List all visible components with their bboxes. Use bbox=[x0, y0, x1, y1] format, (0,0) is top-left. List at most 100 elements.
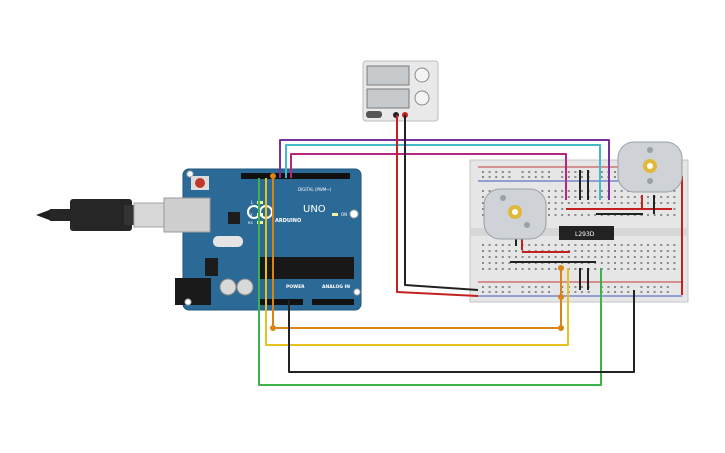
breadboard-hole bbox=[581, 190, 583, 192]
breadboard-hole bbox=[534, 268, 537, 270]
breadboard-hole bbox=[607, 244, 610, 246]
arduino-uno-board[interactable]: ARDUINO UNO DIGITAL (PWM~) POWER ANALOG … bbox=[163, 168, 362, 311]
power-header-label: POWER bbox=[286, 284, 305, 290]
dc-motor-left[interactable] bbox=[483, 188, 547, 240]
breadboard-hole bbox=[620, 268, 623, 270]
breadboard-hole bbox=[554, 214, 557, 216]
breadboard-hole bbox=[482, 196, 484, 198]
breadboard-hole bbox=[528, 291, 531, 293]
breadboard-hole bbox=[488, 262, 491, 264]
breadboard-hole bbox=[633, 202, 636, 204]
breadboard-hole bbox=[653, 291, 656, 293]
dc-motor-right[interactable] bbox=[617, 141, 683, 193]
breadboard-hole bbox=[567, 202, 570, 204]
breadboard-hole bbox=[501, 244, 504, 246]
breadboard-hole bbox=[614, 291, 616, 293]
breadboard-hole bbox=[488, 291, 491, 293]
breadboard-hole bbox=[515, 268, 517, 270]
breadboard-hole bbox=[640, 291, 643, 293]
breadboard-hole bbox=[607, 268, 610, 270]
breadboard-hole bbox=[567, 190, 570, 192]
breadboard-hole bbox=[587, 250, 590, 252]
breadboard-hole bbox=[673, 268, 676, 270]
breadboard-hole bbox=[548, 196, 550, 198]
breadboard-hole bbox=[627, 196, 630, 198]
breadboard-hole bbox=[554, 196, 557, 198]
breadboard-hole bbox=[581, 256, 583, 258]
breadboard-hole bbox=[574, 176, 577, 178]
breadboard-hole bbox=[554, 208, 557, 210]
l293d-driver-chip[interactable]: L293D bbox=[559, 226, 614, 240]
breadboard-hole bbox=[673, 244, 676, 246]
breadboard-hole bbox=[548, 244, 550, 246]
breadboard-hole bbox=[581, 244, 583, 246]
breadboard-hole bbox=[673, 190, 676, 192]
breadboard-hole bbox=[561, 196, 564, 198]
analog-header-label: ANALOG IN bbox=[322, 284, 350, 290]
breadboard-hole bbox=[614, 286, 616, 288]
breadboard-hole bbox=[541, 291, 544, 293]
breadboard-hole bbox=[600, 250, 603, 252]
breadboard-hole bbox=[541, 190, 544, 192]
reset-button[interactable] bbox=[195, 178, 205, 188]
breadboard-hole bbox=[501, 250, 504, 252]
breadboard-hole bbox=[541, 286, 544, 288]
breadboard-hole bbox=[627, 268, 630, 270]
breadboard-hole bbox=[673, 250, 676, 252]
power-supply[interactable] bbox=[362, 60, 439, 122]
wire-green bbox=[258, 178, 602, 386]
breadboard-hole bbox=[488, 250, 491, 252]
breadboard-hole bbox=[600, 256, 603, 258]
breadboard-hole bbox=[554, 202, 557, 204]
breadboard-hole bbox=[495, 244, 498, 246]
breadboard-hole bbox=[488, 244, 491, 246]
breadboard-hole bbox=[488, 176, 491, 178]
breadboard-hole bbox=[561, 286, 564, 288]
breadboard-hole bbox=[594, 196, 597, 198]
breadboard-hole bbox=[548, 291, 550, 293]
breadboard-hole bbox=[554, 190, 557, 192]
l-led-label: L bbox=[251, 200, 254, 205]
breadboard-hole bbox=[574, 202, 577, 204]
breadboard-hole bbox=[548, 202, 550, 204]
breadboard-hole bbox=[581, 291, 583, 293]
breadboard-hole bbox=[640, 268, 643, 270]
breadboard-hole bbox=[561, 214, 564, 216]
breadboard-hole bbox=[574, 244, 577, 246]
breadboard-hole bbox=[633, 268, 636, 270]
breadboard-hole bbox=[600, 190, 603, 192]
breadboard-hole bbox=[647, 291, 649, 293]
breadboard-hole bbox=[548, 286, 550, 288]
breadboard-hole bbox=[482, 291, 484, 293]
breadboard-hole bbox=[488, 256, 491, 258]
breadboard-hole bbox=[627, 202, 630, 204]
wire-black-supply bbox=[404, 115, 479, 291]
breadboard-hole bbox=[666, 196, 669, 198]
breadboard-hole bbox=[482, 190, 484, 192]
breadboard-hole bbox=[508, 291, 511, 293]
breadboard-hole bbox=[548, 176, 550, 178]
breadboard-hole bbox=[660, 291, 663, 293]
breadboard-hole bbox=[534, 286, 537, 288]
arduino-model-label: UNO bbox=[303, 204, 326, 215]
breadboard-hole bbox=[627, 262, 630, 264]
breadboard-hole bbox=[508, 176, 511, 178]
digital-header-label: DIGITAL (PWM~) bbox=[298, 187, 332, 192]
breadboard-hole bbox=[581, 171, 583, 173]
breadboard-hole bbox=[660, 256, 663, 258]
breadboard-hole bbox=[541, 256, 544, 258]
breadboard-hole bbox=[627, 250, 630, 252]
breadboard-hole bbox=[647, 286, 649, 288]
breadboard-hole bbox=[508, 256, 511, 258]
breadboard-hole bbox=[653, 286, 656, 288]
breadboard-hole bbox=[673, 214, 676, 216]
breadboard-hole bbox=[581, 214, 583, 216]
breadboard-hole bbox=[488, 286, 491, 288]
breadboard-hole bbox=[561, 171, 564, 173]
breadboard-hole bbox=[660, 202, 663, 204]
breadboard-hole bbox=[620, 196, 623, 198]
breadboard-hole bbox=[567, 176, 570, 178]
breadboard-hole bbox=[640, 250, 643, 252]
breadboard-hole bbox=[581, 286, 583, 288]
breadboard-hole bbox=[554, 256, 557, 258]
